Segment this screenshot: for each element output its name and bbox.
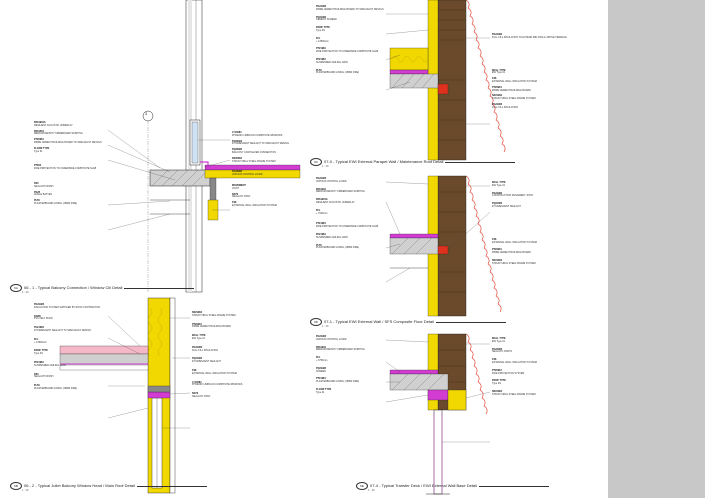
detail-1-drawing <box>107 0 301 293</box>
detail-5-drawing <box>385 333 491 495</box>
grid-label: 3 <box>145 111 148 116</box>
grid-bubble <box>142 110 154 122</box>
viewer-margin <box>608 0 705 498</box>
detail-2-drawing <box>59 297 191 494</box>
detail-4-drawing <box>385 175 502 317</box>
detail-3-drawing <box>385 0 506 161</box>
